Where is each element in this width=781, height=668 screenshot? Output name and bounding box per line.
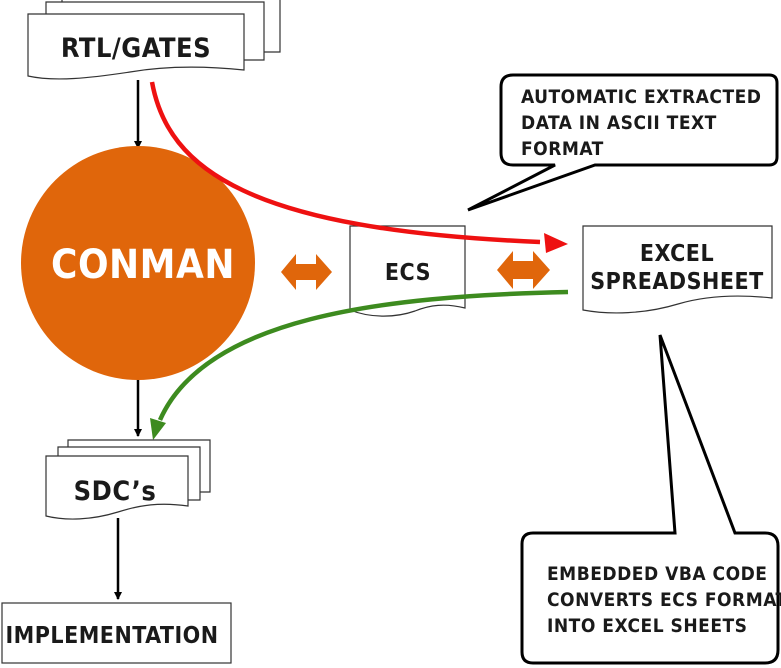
ecs-label: ECS (385, 260, 431, 286)
conman-node: CONMAN (21, 146, 255, 380)
excel-label-line1: EXCEL (640, 241, 714, 267)
callout-vba-line1: EMBEDDED VBA CODE (547, 563, 768, 585)
red-curved-arrow (149, 81, 568, 253)
green-curved-arrow (150, 289, 569, 440)
sdc-document: SDC’s (45, 439, 211, 520)
conman-circle (21, 146, 255, 380)
conman-label: CONMAN (51, 242, 235, 288)
implementation-label: IMPLEMENTATION (5, 623, 218, 649)
ecs-document: ECS (349, 225, 466, 317)
callout-vba-line2: CONVERTS ECS FORMAT (547, 589, 781, 611)
double-arrow-conman-ecs (281, 254, 332, 290)
excel-label-line2: SPREADSHEET (590, 269, 763, 295)
callout-extracted-line2: DATA IN ASCII TEXT (521, 112, 717, 134)
callout-extracted-line3: FORMAT (521, 138, 604, 160)
sdc-label: SDC’s (74, 476, 157, 507)
callout-extracted-line1: AUTOMATIC EXTRACTED (521, 86, 762, 108)
callout-vba: EMBEDDED VBA CODE CONVERTS ECS FORMAT IN… (520, 334, 781, 665)
implementation-box: IMPLEMENTATION (1, 602, 232, 664)
callout-vba-line3: INTO EXCEL SHEETS (547, 615, 748, 637)
rtl-gates-label: RTL/GATES (61, 33, 211, 64)
double-arrow-ecs-excel (497, 251, 550, 289)
excel-document: EXCEL SPREADSHEET (582, 225, 773, 314)
callout-extracted: AUTOMATIC EXTRACTED DATA IN ASCII TEXT F… (467, 73, 779, 212)
rtl-gates-document: RTL/GATES (27, 0, 281, 80)
